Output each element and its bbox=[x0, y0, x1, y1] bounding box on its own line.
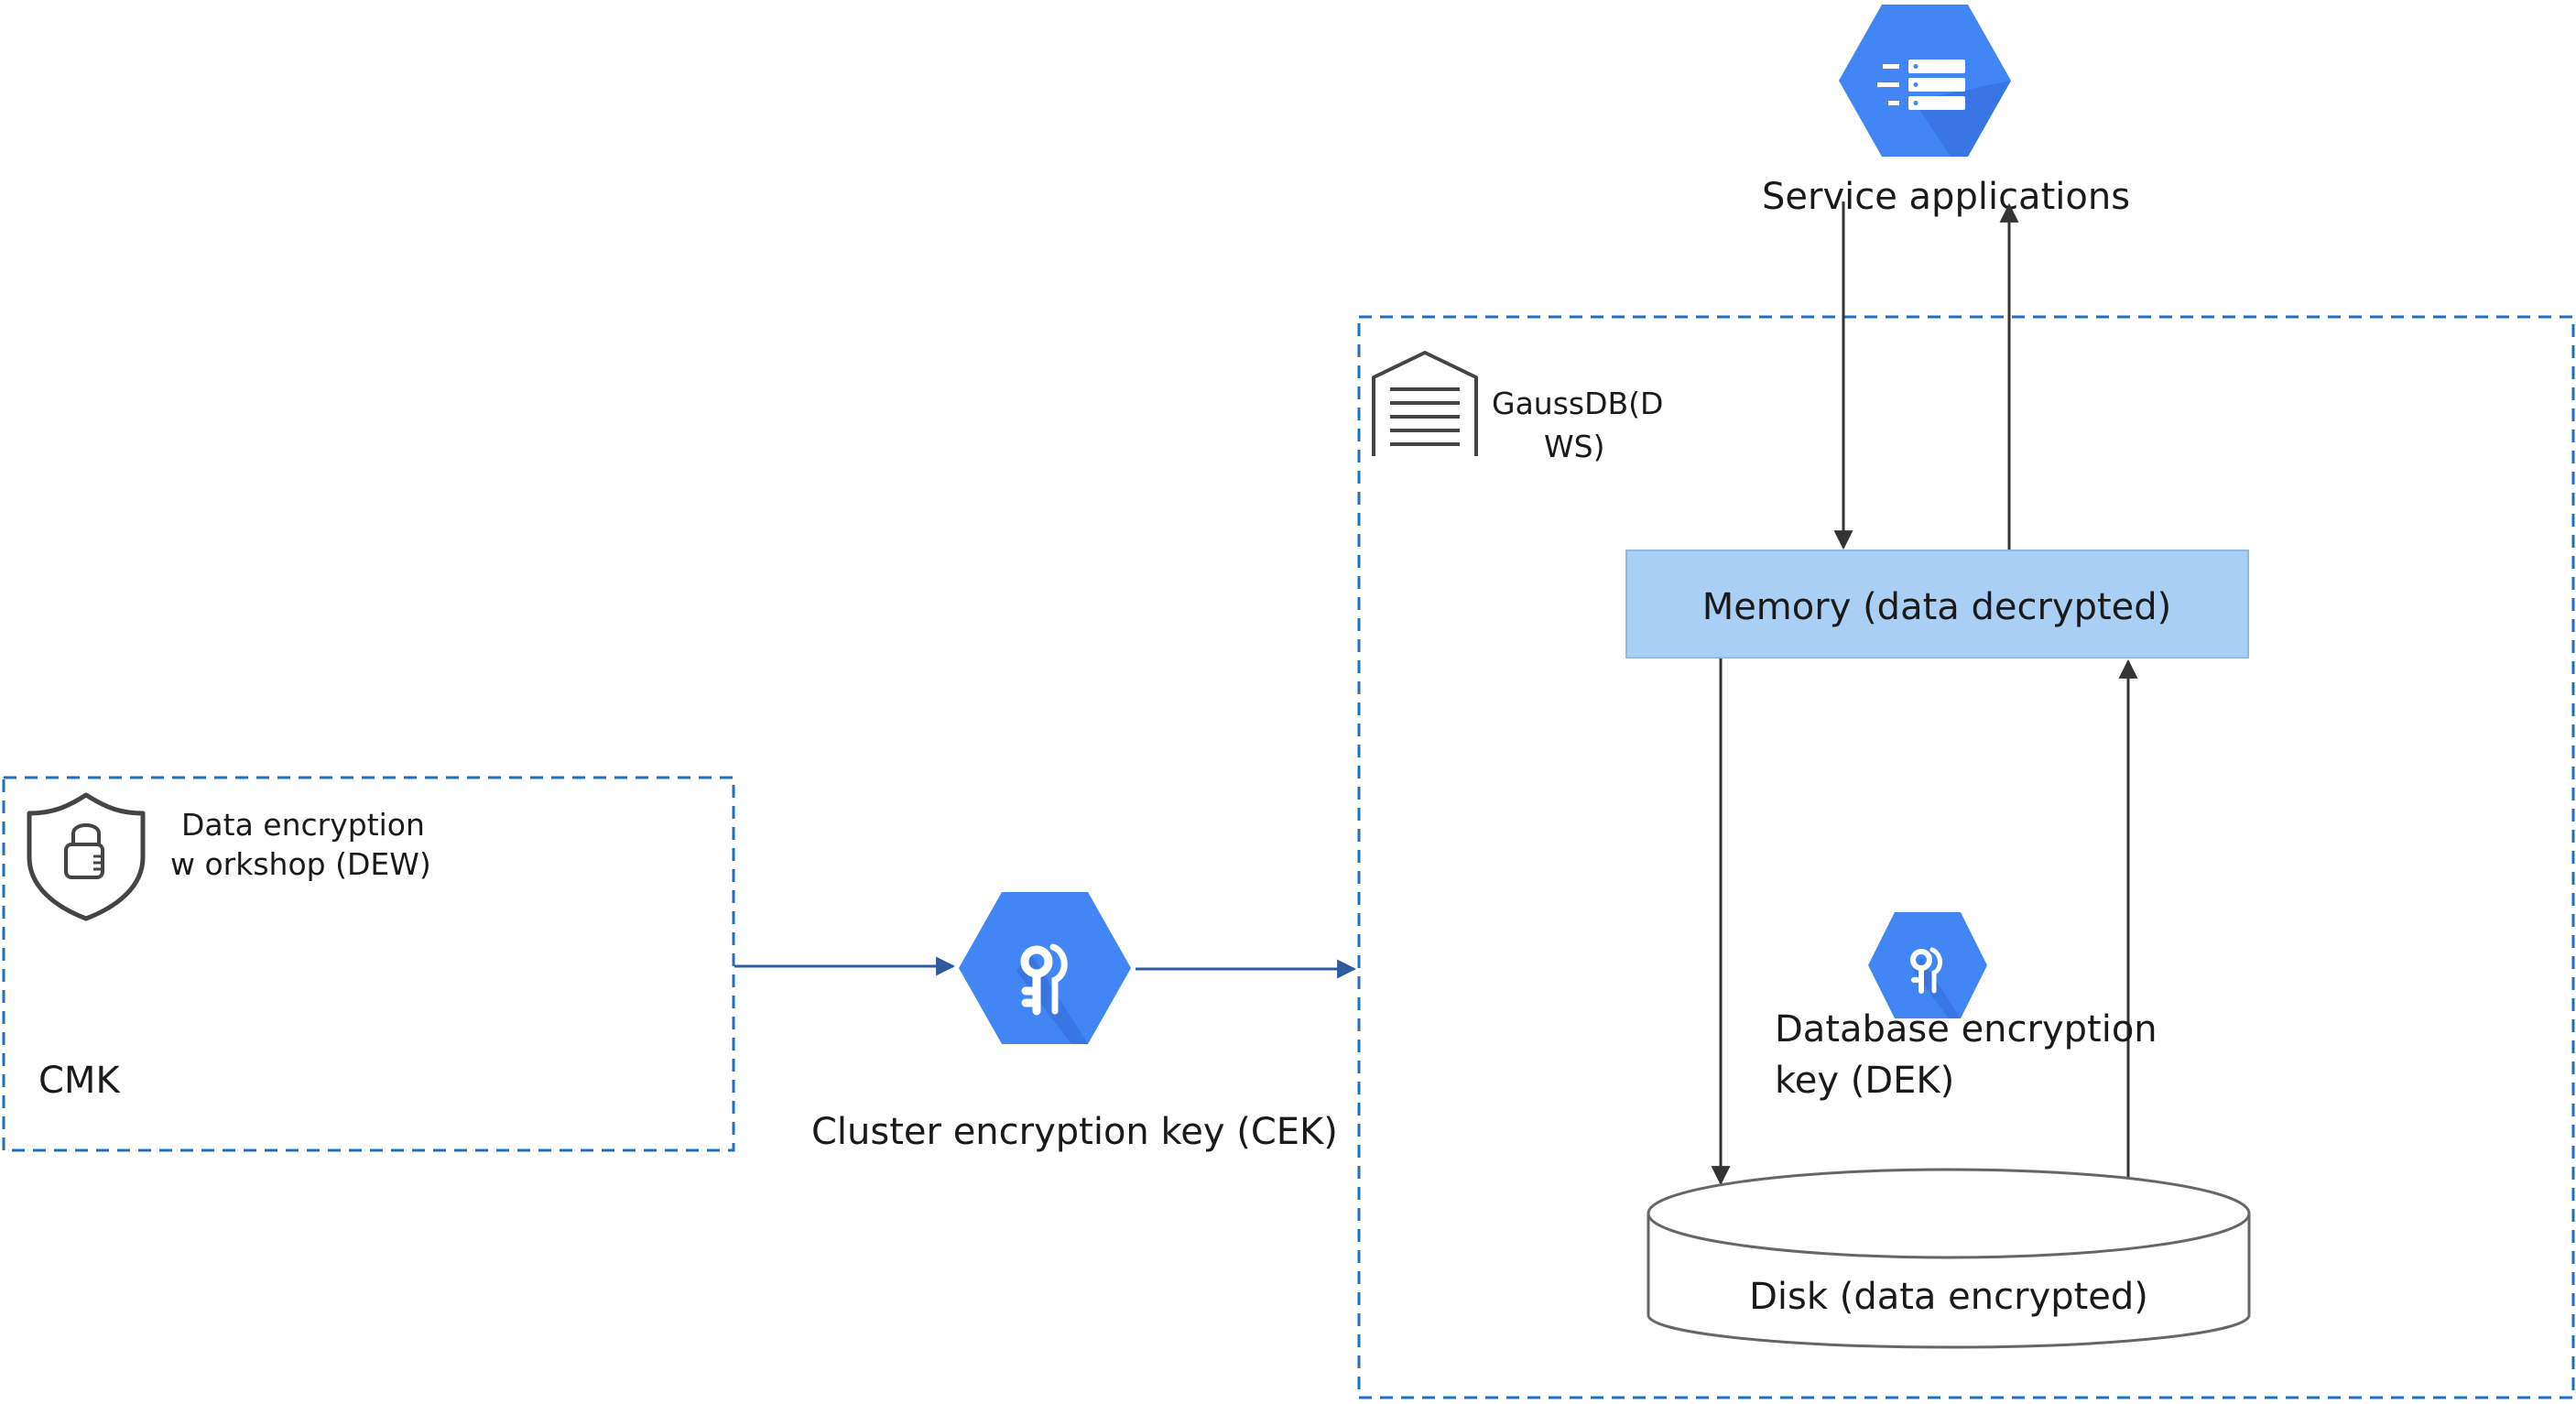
cek-label: Cluster encryption key (CEK) bbox=[811, 1111, 1338, 1153]
key-icon bbox=[1020, 943, 1068, 1016]
warehouse-icon bbox=[1372, 351, 1478, 456]
cmk-label: CMK bbox=[38, 1060, 121, 1102]
dek-key-node bbox=[1868, 912, 1987, 1018]
gaussdb-group-box bbox=[1357, 315, 2575, 1399]
memory-box bbox=[1625, 550, 2249, 658]
server-list-icon bbox=[1877, 60, 1965, 110]
dew-title-line1: Data encryption bbox=[181, 807, 425, 843]
memory-label: Memory (data decrypted) bbox=[1702, 586, 2172, 628]
service-applications-label: Service applications bbox=[1762, 176, 2130, 218]
disk-label: Disk (data encrypted) bbox=[1749, 1276, 2148, 1318]
dek-label-line1: Database encryption bbox=[1775, 1008, 2158, 1050]
dew-title-line2: w orkshop (DEW) bbox=[170, 846, 431, 882]
disk-cylinder bbox=[1647, 1168, 2251, 1349]
gaussdb-label-line2: WS) bbox=[1544, 429, 1604, 464]
cek-key-node bbox=[959, 892, 1131, 1044]
shield-lock-icon bbox=[27, 792, 146, 921]
dek-label-line2: key (DEK) bbox=[1775, 1060, 1954, 1102]
gaussdb-label-line1: GaussDB(D bbox=[1492, 386, 1663, 421]
dew-group-box bbox=[2, 776, 735, 1152]
key-icon bbox=[1910, 947, 1942, 994]
service-applications-node bbox=[1839, 5, 2011, 157]
